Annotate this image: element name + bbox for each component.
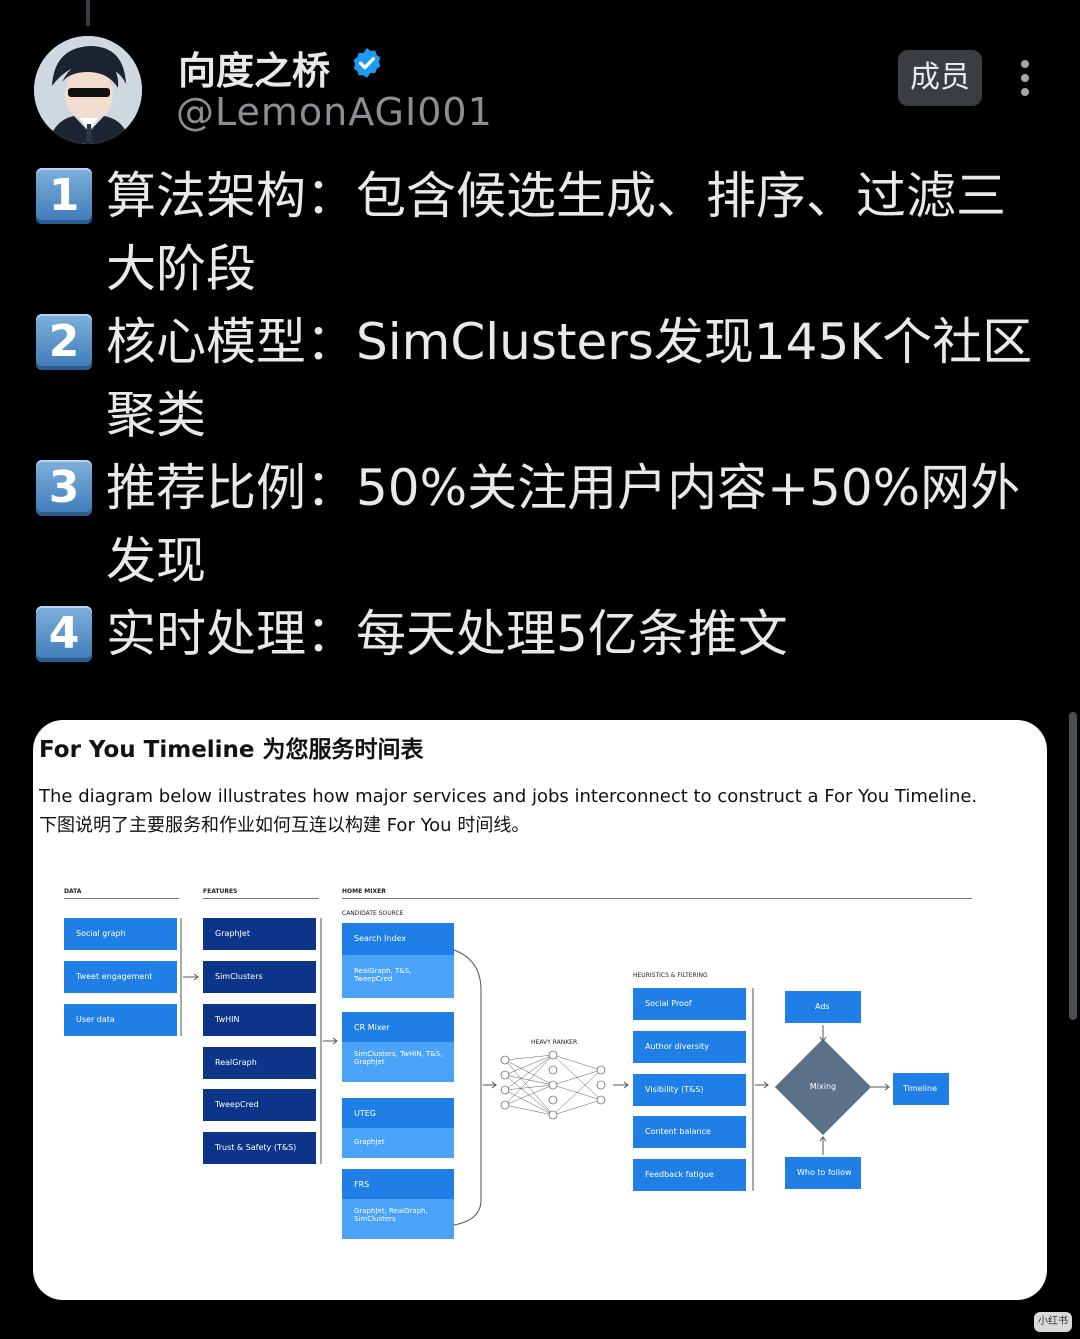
section-label-candidate-source: CANDIDATE SOURCE bbox=[342, 910, 404, 917]
filter-item: Author diversity bbox=[633, 1031, 746, 1063]
mixing-label: Mixing bbox=[809, 1082, 837, 1091]
section-label-heavy-ranker: HEAVY RANKER bbox=[531, 1039, 578, 1046]
candidate-source: FRS GraphJet, RealGraph, SimClusters bbox=[342, 1169, 454, 1239]
ads-box: Ads bbox=[785, 991, 861, 1023]
verified-badge-icon bbox=[353, 48, 381, 78]
tweet-point-4: 4 实时处理：每天处理5亿条推文 bbox=[34, 598, 1054, 671]
card-description: The diagram below illustrates how major … bbox=[39, 782, 1029, 840]
section-label-heuristics: HEURISTICS & FILTERING bbox=[633, 972, 708, 979]
section-label-home-mixer: HOME MIXER bbox=[342, 888, 386, 895]
candidate-source: UTEG GraphJet bbox=[342, 1098, 454, 1158]
keycap-number-icon: 4 bbox=[36, 606, 92, 662]
more-options-icon[interactable] bbox=[1018, 60, 1032, 100]
section-rule bbox=[203, 898, 319, 899]
feature-item: SimClusters bbox=[203, 961, 316, 993]
keycap-number-icon: 2 bbox=[36, 314, 92, 370]
author-display-name[interactable]: 向度之桥 bbox=[178, 49, 331, 93]
filter-item: Feedback fatigue bbox=[633, 1159, 746, 1191]
tweet-point-1: 1 算法架构：包含候选生成、排序、过滤三大阶段 bbox=[34, 160, 1054, 306]
author-handle[interactable]: @LemonAGI001 bbox=[176, 90, 493, 134]
timeline-box: Timeline bbox=[893, 1073, 949, 1105]
data-item: User data bbox=[64, 1004, 177, 1036]
feature-item: Trust & Safety (T&S) bbox=[203, 1132, 316, 1164]
tweet-point-text: 推荐比例：50%关注用户内容+50%网外发现 bbox=[106, 459, 1021, 590]
feature-item: RealGraph bbox=[203, 1047, 316, 1079]
data-item: Tweet engagement bbox=[64, 961, 177, 993]
avatar[interactable] bbox=[34, 36, 142, 144]
keycap-number-icon: 3 bbox=[36, 460, 92, 516]
scrollbar[interactable] bbox=[1069, 712, 1077, 1020]
feature-item: TwHIN bbox=[203, 1004, 316, 1036]
section-rule bbox=[64, 898, 179, 899]
keycap-number-icon: 1 bbox=[36, 168, 92, 224]
feature-item: GraphJet bbox=[203, 918, 316, 950]
watermark-logo: 小红书 bbox=[1034, 1312, 1072, 1332]
candidate-source: Search Index RealGraph, T&S, TweepCred bbox=[342, 923, 454, 998]
tweet-point-text: 实时处理：每天处理5亿条推文 bbox=[106, 605, 788, 663]
candidate-source: CR Mixer SimClusters, TwHIN, T&S, GraphJ… bbox=[342, 1012, 454, 1082]
card-description-en: The diagram below illustrates how major … bbox=[39, 786, 978, 807]
section-label-features: FEATURES bbox=[203, 888, 238, 895]
tweet-point-2: 2 核心模型：SimClusters发现145K个社区聚类 bbox=[34, 306, 1054, 452]
tweet-point-text: 算法架构：包含候选生成、排序、过滤三大阶段 bbox=[106, 167, 1006, 298]
card-title: For You Timeline 为您服务时间表 bbox=[39, 737, 424, 763]
section-rule bbox=[342, 898, 972, 899]
diagram-connectors bbox=[180, 918, 890, 1226]
tweet-point-text: 核心模型：SimClusters发现145K个社区聚类 bbox=[106, 313, 1033, 444]
architecture-diagram: DATA FEATURES HOME MIXER CANDIDATE SOURC… bbox=[33, 870, 1047, 1300]
data-item: Social graph bbox=[64, 918, 177, 950]
who-to-follow-box: Who to follow bbox=[785, 1157, 861, 1189]
filter-item: Visibility (T&S) bbox=[633, 1074, 746, 1106]
filter-item: Content balance bbox=[633, 1116, 746, 1148]
tweet-point-3: 3 推荐比例：50%关注用户内容+50%网外发现 bbox=[34, 452, 1054, 598]
member-button[interactable]: 成员 bbox=[898, 50, 982, 106]
section-label-data: DATA bbox=[64, 888, 82, 895]
attached-image-card[interactable]: For You Timeline 为您服务时间表 The diagram bel… bbox=[33, 720, 1047, 1300]
filter-item: Social Proof bbox=[633, 988, 746, 1020]
feature-item: TweepCred bbox=[203, 1089, 316, 1121]
tweet-text: 1 算法架构：包含候选生成、排序、过滤三大阶段 2 核心模型：SimCluste… bbox=[34, 160, 1054, 671]
avatar-illustration bbox=[34, 36, 142, 144]
card-description-zh: 下图说明了主要服务和作业如何互连以构建 For You 时间线。 bbox=[39, 815, 530, 836]
thread-connector bbox=[86, 0, 90, 26]
